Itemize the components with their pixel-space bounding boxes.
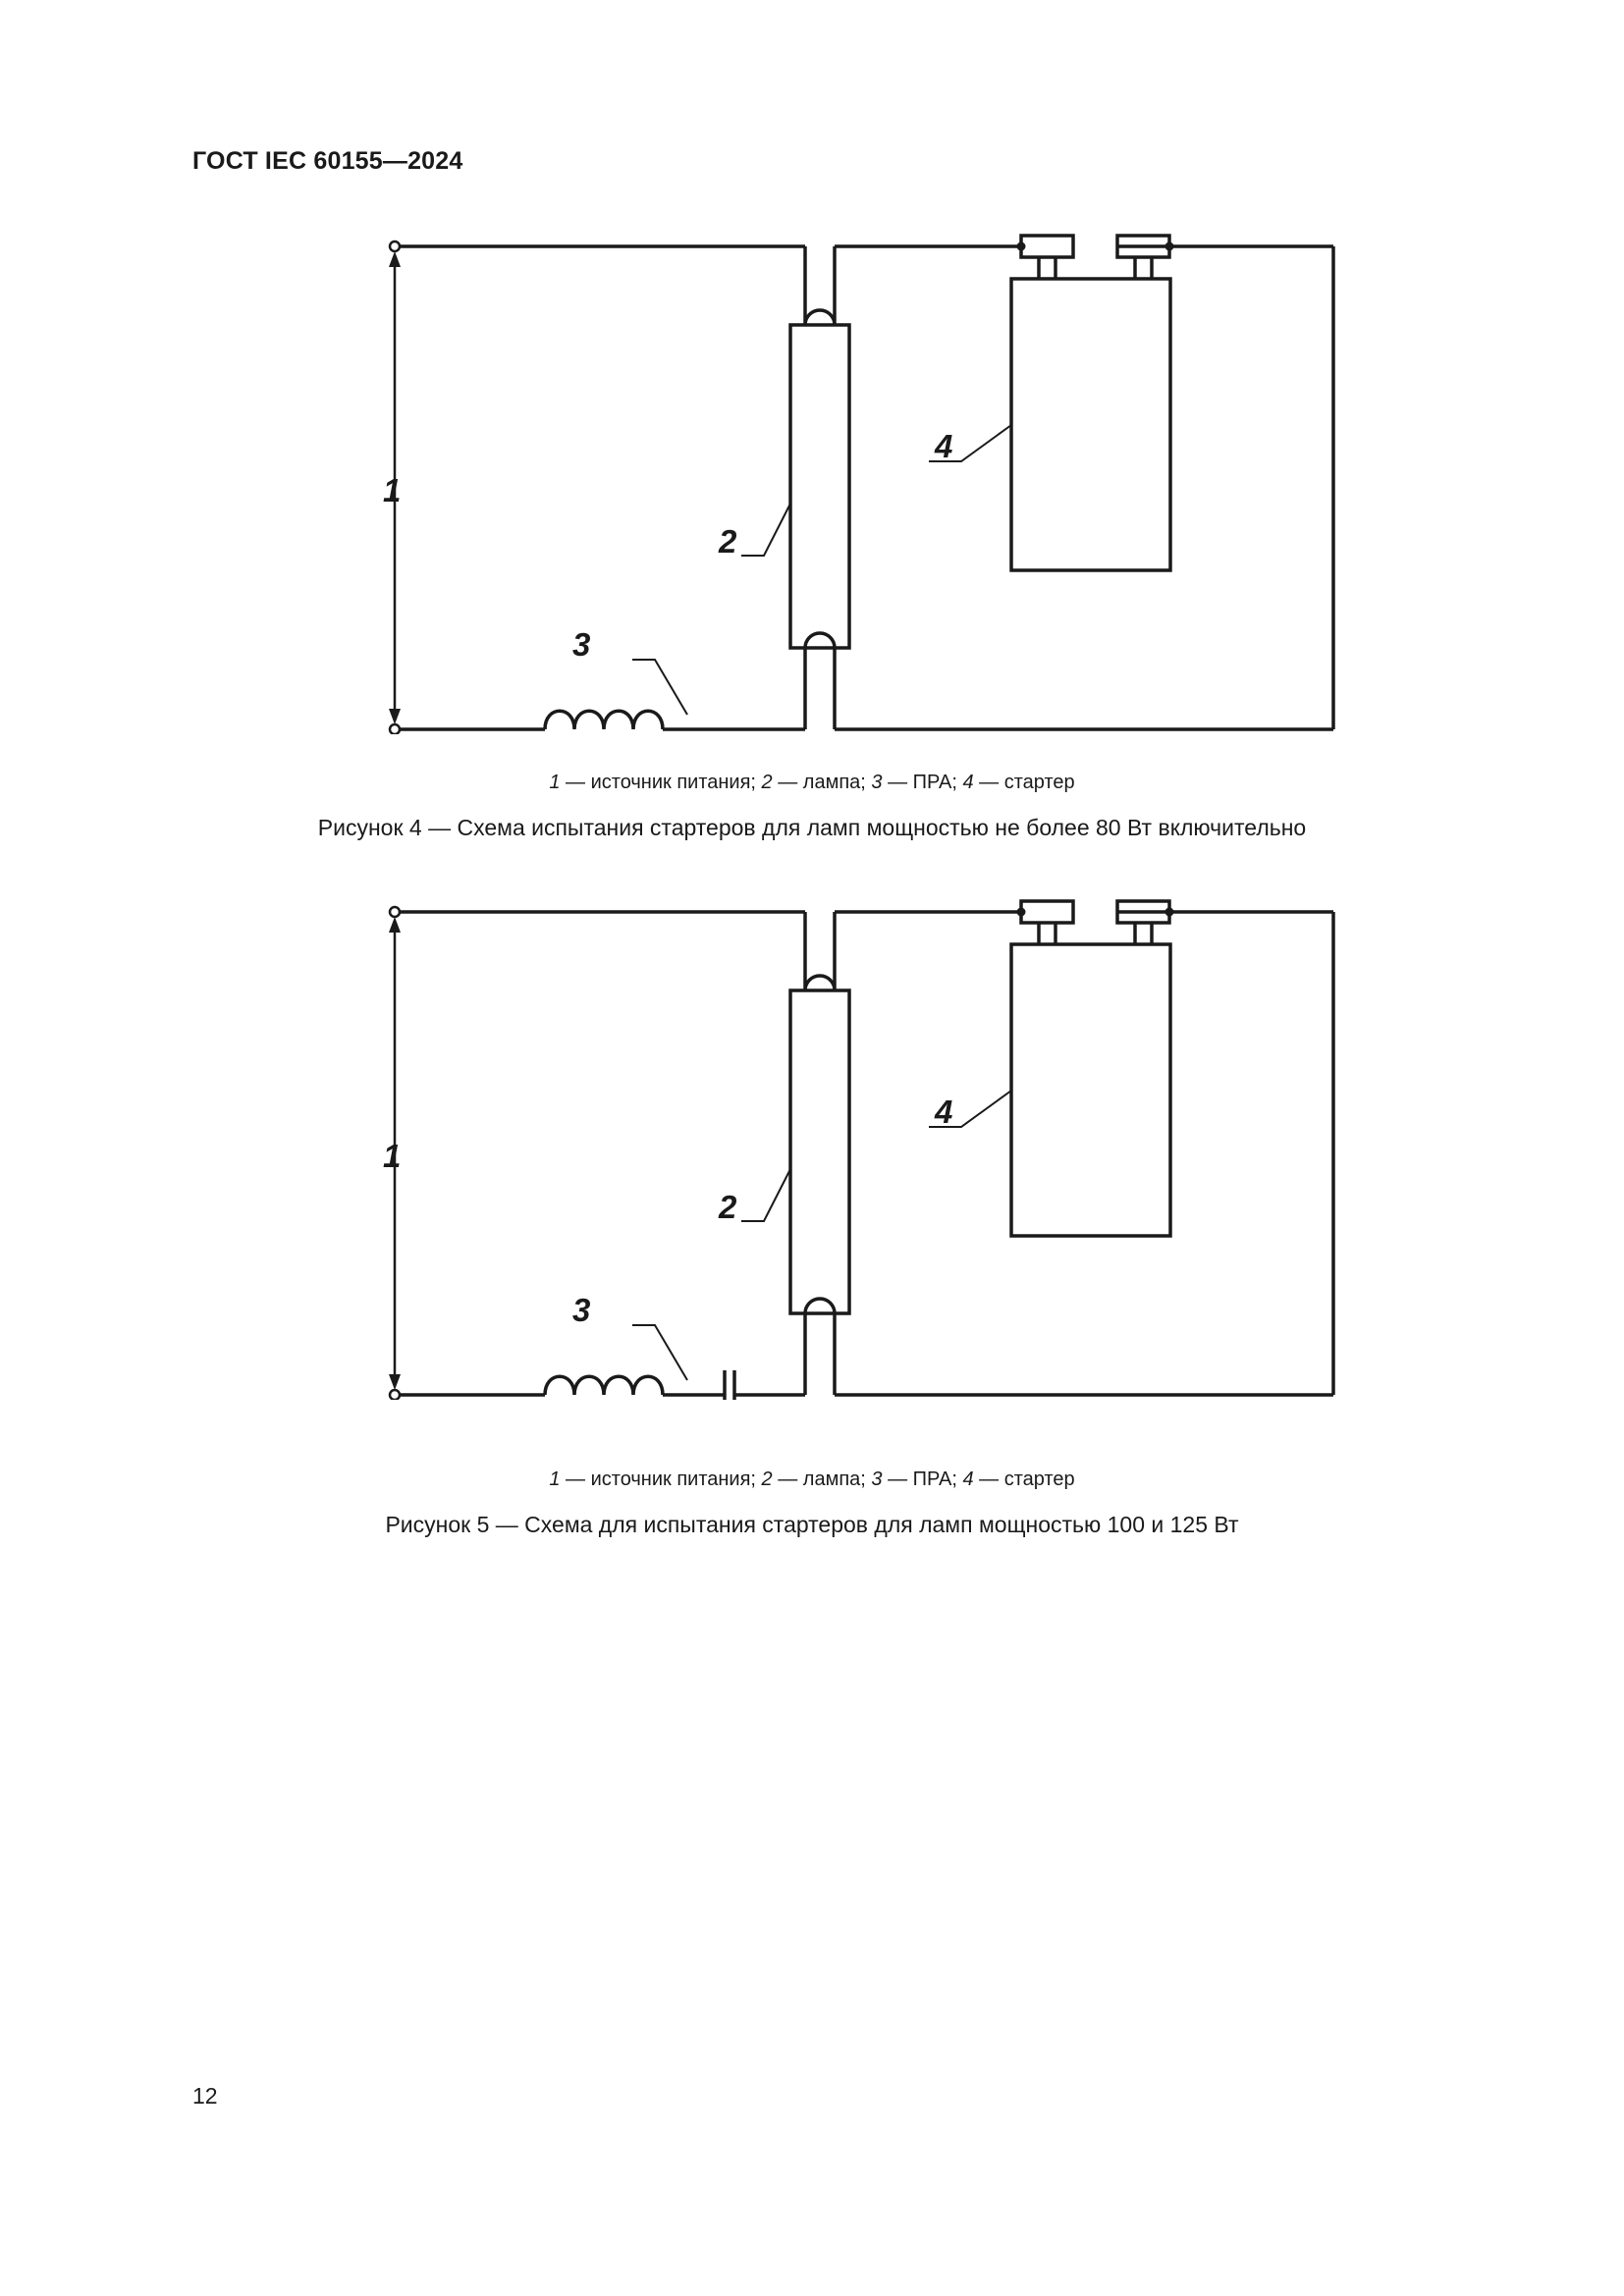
figure-5-caption: Рисунок 5 — Схема для испытания стартеро… bbox=[385, 1512, 1239, 1537]
label-source: 1 bbox=[383, 472, 401, 508]
document-header: ГОСТ IEC 60155—2024 bbox=[192, 147, 463, 175]
label-source: 1 bbox=[383, 1138, 401, 1174]
arrow-up-head bbox=[389, 251, 401, 267]
starter-terminal-left bbox=[1019, 234, 1075, 259]
starter-terminal-left bbox=[1019, 899, 1075, 925]
terminal-bottom bbox=[388, 722, 402, 734]
legend-num: 2 bbox=[761, 1468, 773, 1490]
starter-body bbox=[1009, 277, 1172, 572]
label-lamp: 2 bbox=[718, 523, 737, 560]
label-starter: 4 bbox=[934, 428, 952, 464]
legend-num: 4 bbox=[962, 1468, 974, 1490]
arrow-down-head bbox=[389, 709, 401, 724]
legend-num: 2 bbox=[761, 772, 773, 793]
lamp-top-electrode bbox=[803, 308, 837, 326]
figure-4-caption: Рисунок 4 — Схема испытания стартеров дл… bbox=[317, 815, 1307, 840]
legend-text: — стартер bbox=[973, 772, 1075, 793]
starter-leader bbox=[929, 424, 1012, 462]
legend-num: 1 bbox=[549, 1468, 561, 1490]
ballast-coil bbox=[543, 709, 665, 730]
circuit-diagram-figure-5: 1 2 3 4 bbox=[373, 889, 1335, 1400]
figure-5-legend: 1 — источник питания; 2 — лампа; 3 — ПРА… bbox=[0, 1468, 1624, 1491]
legend-text: — ПРА; bbox=[882, 1468, 963, 1490]
legend-text: — лампа; bbox=[772, 772, 872, 793]
lamp-tube bbox=[788, 988, 851, 1315]
label-ballast: 3 bbox=[572, 626, 590, 663]
circuit-diagram-figure-4: 1 2 3 4 bbox=[373, 224, 1335, 734]
legend-num: 3 bbox=[871, 772, 883, 793]
lamp-tube bbox=[788, 323, 851, 650]
circuit-diagram-svg: 1 2 3 4 bbox=[383, 234, 1335, 734]
label-starter: 4 bbox=[934, 1094, 952, 1130]
lamp-leader bbox=[741, 503, 791, 557]
ballast-coil bbox=[543, 1374, 665, 1396]
page-number: 12 bbox=[192, 2083, 218, 2109]
legend-text: — источник питания; bbox=[560, 772, 762, 793]
legend-text: — источник питания; bbox=[560, 1468, 762, 1490]
legend-text: — стартер bbox=[973, 1468, 1075, 1490]
label-lamp: 2 bbox=[718, 1189, 737, 1225]
legend-num: 1 bbox=[549, 772, 561, 793]
ballast-leader bbox=[632, 659, 688, 716]
legend-num: 3 bbox=[871, 1468, 883, 1490]
legend-text: — ПРА; bbox=[882, 772, 963, 793]
starter-body bbox=[1009, 942, 1172, 1238]
legend-num: 4 bbox=[962, 772, 974, 793]
circuit-diagram-svg: 1 2 3 4 bbox=[383, 899, 1335, 1400]
terminal-top bbox=[388, 240, 402, 253]
legend-text: — лампа; bbox=[772, 1468, 872, 1490]
lamp-bottom-electrode bbox=[803, 631, 837, 649]
label-ballast: 3 bbox=[572, 1292, 590, 1328]
figure-4-legend: 1 — источник питания; 2 — лампа; 3 — ПРА… bbox=[0, 772, 1624, 794]
